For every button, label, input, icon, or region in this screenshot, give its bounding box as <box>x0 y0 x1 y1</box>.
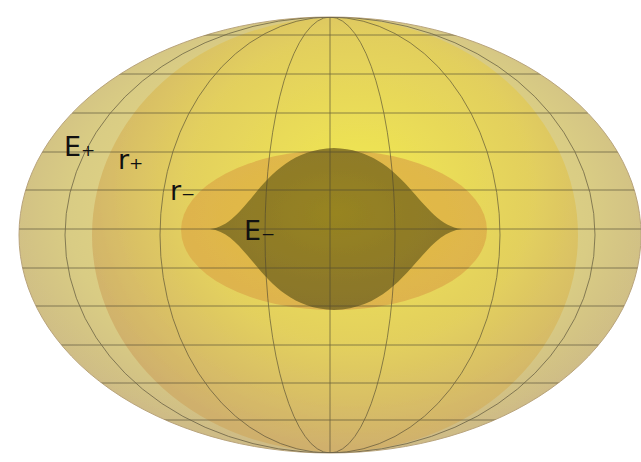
surface-label: r₊ <box>118 146 143 173</box>
surface-label: E₊ <box>64 133 95 160</box>
surface-label: E₋ <box>244 217 275 244</box>
grid-lines <box>0 10 641 460</box>
surface-label: r₋ <box>170 177 195 204</box>
r-plus-surface <box>92 18 578 452</box>
